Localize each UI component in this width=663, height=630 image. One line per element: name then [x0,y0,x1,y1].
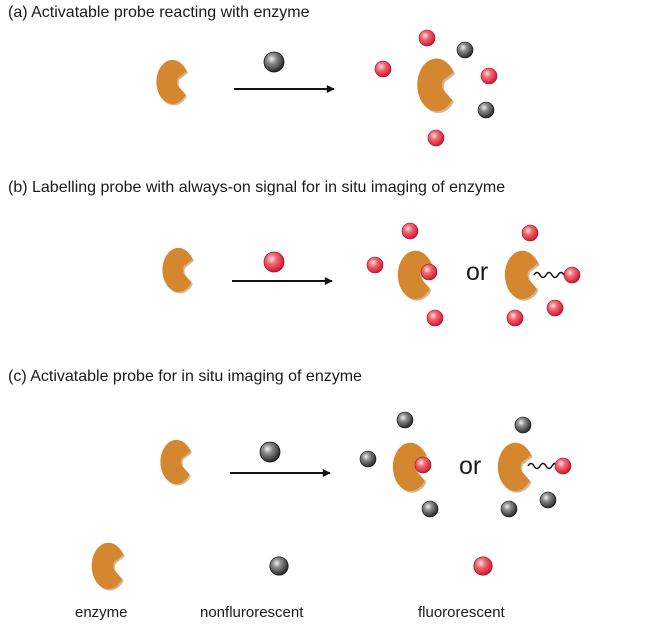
covalent-linker [533,271,565,279]
fluorescent-probe-icon [366,256,384,274]
legend-enzyme-icon [92,543,125,591]
nonfluorescent-probe-icon [539,491,557,509]
activated-fluorescent-probe-icon [554,457,572,475]
legend-graphics [92,543,493,591]
enzyme-icon [156,60,188,106]
panel-c-or-label: or [459,452,482,480]
panel-b-graphic [162,222,581,327]
legend-nonfluorescent-label: nonflurorescent [200,604,304,621]
fluorescent-probe-icon [506,309,524,327]
legend-enzyme-label: enzyme [75,604,128,621]
fluorescent-probe-icon [546,299,564,317]
activated-fluorescent-probe-icon [414,456,432,474]
fluorescent-product-icon [427,129,445,147]
enzyme-icon [505,251,540,301]
nonfluorescent-probe-icon [259,441,281,463]
enzyme-icon [160,440,192,486]
covalent-linker [527,462,559,470]
fluorescent-product-icon [480,67,498,85]
panel-c-title: (c) Activatable probe for in situ imagin… [8,368,362,385]
legend-fluorescent-icon [473,556,493,576]
enzyme-icon [498,443,533,493]
panel-b-title: (b) Labelling probe with always-on signa… [8,179,506,196]
nonfluorescent-probe-icon [500,500,518,518]
fluorescent-probe-icon [263,251,285,273]
fluorescent-probe-icon [426,309,444,327]
bound-fluorescent-probe-icon [563,266,581,284]
nonfluorescent-probe-icon [359,450,377,468]
panel-b-or-label: or [466,258,489,286]
nonfluorescent-product-icon [456,41,474,59]
nonfluorescent-probe-icon [514,416,532,434]
legend-nonfluorescent-icon [269,556,289,576]
enzyme-icon [417,58,455,113]
enzyme-icon [162,248,194,294]
nonfluorescent-probe-icon [421,500,439,518]
panel-a-graphic [156,29,498,147]
panel-c-graphic [160,411,572,518]
panel-a-title: (a) Activatable probe reacting with enzy… [8,4,310,21]
bound-fluorescent-probe-icon [420,263,438,281]
fluorescent-probe-icon [401,222,419,240]
fluorescent-product-icon [418,29,436,47]
nonfluorescent-product-icon [477,101,495,119]
legend-fluorescent-label: fluororescent [418,604,505,621]
fluorescent-product-icon [374,60,392,78]
nonfluorescent-probe-icon [396,411,414,429]
nonfluorescent-probe-icon [263,51,285,73]
fluorescent-probe-icon [521,224,539,242]
